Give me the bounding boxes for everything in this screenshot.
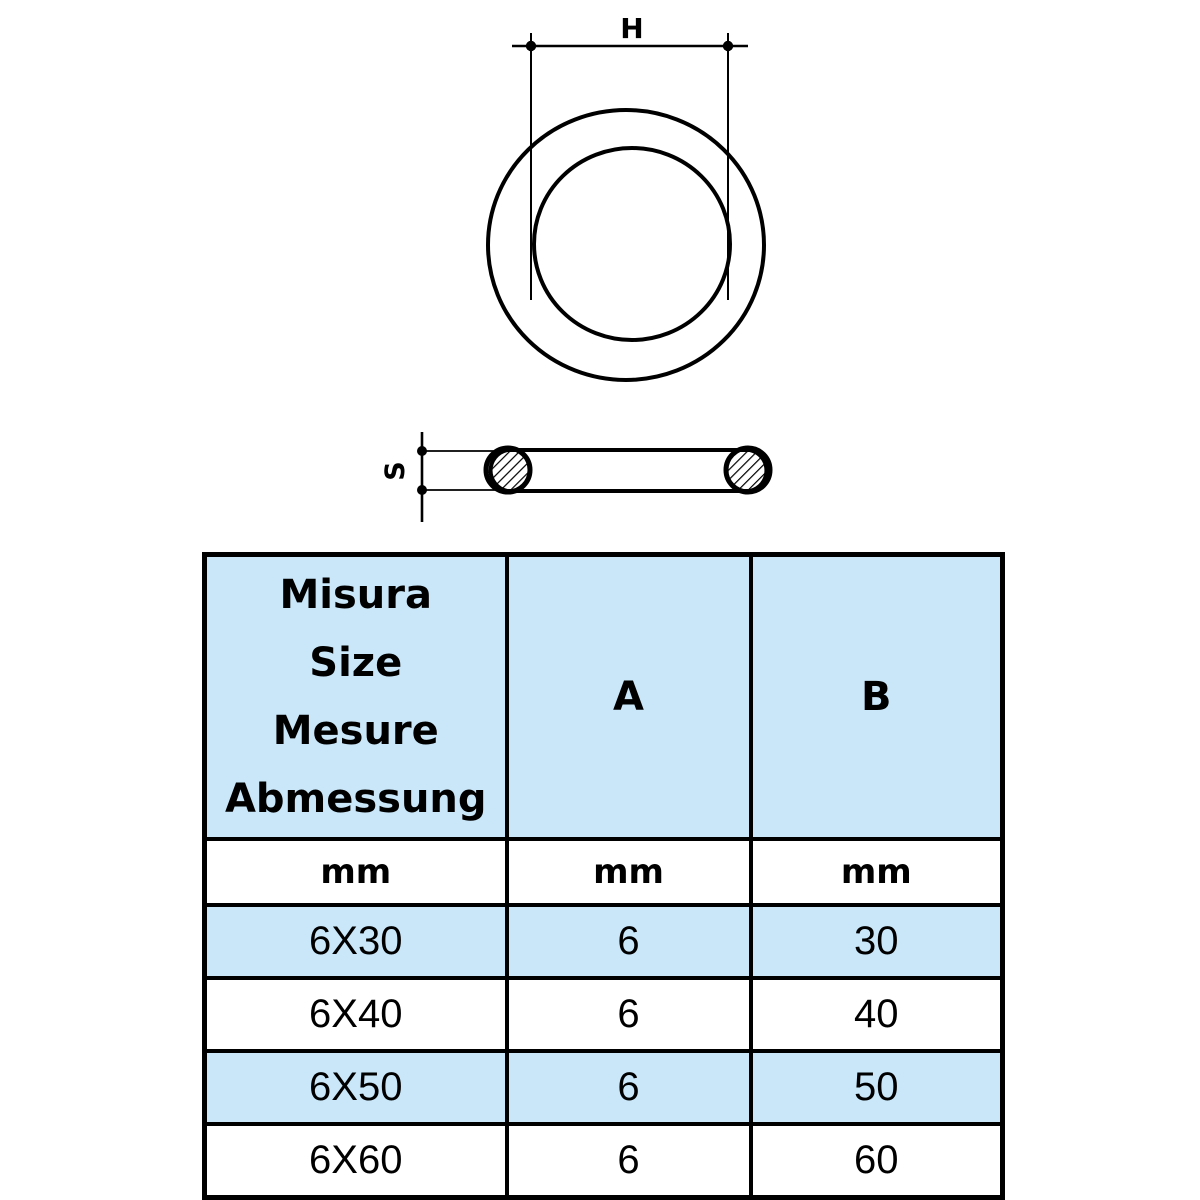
cell-a: 6 [504,976,753,1053]
drawing-canvas: H S [380,12,773,522]
size-specification-table: Misura Size Mesure Abmessung A B mm [202,552,1005,1200]
cross-section-left [483,445,533,495]
h-dimension-label: H [620,12,643,45]
front-view-ring [486,108,766,382]
h-dimension-dot-left [525,40,537,52]
units-cell-size: mm [202,837,509,907]
ring-outer-circle [486,108,766,382]
cell-b: 30 [748,903,1005,980]
cell-size: 6X40 [202,976,509,1053]
table-row: 6X50 6 50 [202,1049,1005,1126]
units-cell-a: mm [504,837,753,907]
cell-size: 6X50 [202,1049,509,1126]
cell-b: 50 [748,1049,1005,1126]
header-size-line-size: Size [309,640,403,686]
header-cell-size: Misura Size Mesure Abmessung [202,552,509,841]
cell-a: 6 [504,1122,753,1200]
cell-size: 6X60 [202,1122,509,1200]
table-header-row: Misura Size Mesure Abmessung A B [202,552,1005,841]
cell-b: 40 [748,976,1005,1053]
s-dimension-label: S [380,461,411,480]
ring-inner-circle [532,146,732,342]
header-size-line-mesure: Mesure [272,708,439,754]
header-label-a: A [613,674,644,720]
header-size-line-abmessung: Abmessung [224,776,487,822]
cross-section-right [723,445,773,495]
header-size-line-misura: Misura [279,572,433,618]
h-dimension-group: H [512,12,748,300]
table-units-row: mm mm mm [202,837,1005,907]
units-cell-b: mm [748,837,1005,907]
cell-a: 6 [504,1049,753,1126]
s-dimension-group: S [380,432,500,522]
s-dimension-dot-top [417,446,427,456]
side-view-ring [483,445,773,495]
table-row: 6X30 6 30 [202,903,1005,980]
cell-size: 6X30 [202,903,509,980]
spec-table-container: Misura Size Mesure Abmessung A B mm [202,552,1005,1200]
s-dimension-dot-bottom [417,485,427,495]
cell-b: 60 [748,1122,1005,1200]
header-cell-b: B [748,552,1005,841]
cell-a: 6 [504,903,753,980]
header-label-b: B [861,674,892,720]
table-row: 6X60 6 60 [202,1122,1005,1200]
h-dimension-dot-right [722,40,734,52]
technical-drawing: H S [0,0,1200,545]
table-row: 6X40 6 40 [202,976,1005,1053]
header-cell-a: A [504,552,753,841]
